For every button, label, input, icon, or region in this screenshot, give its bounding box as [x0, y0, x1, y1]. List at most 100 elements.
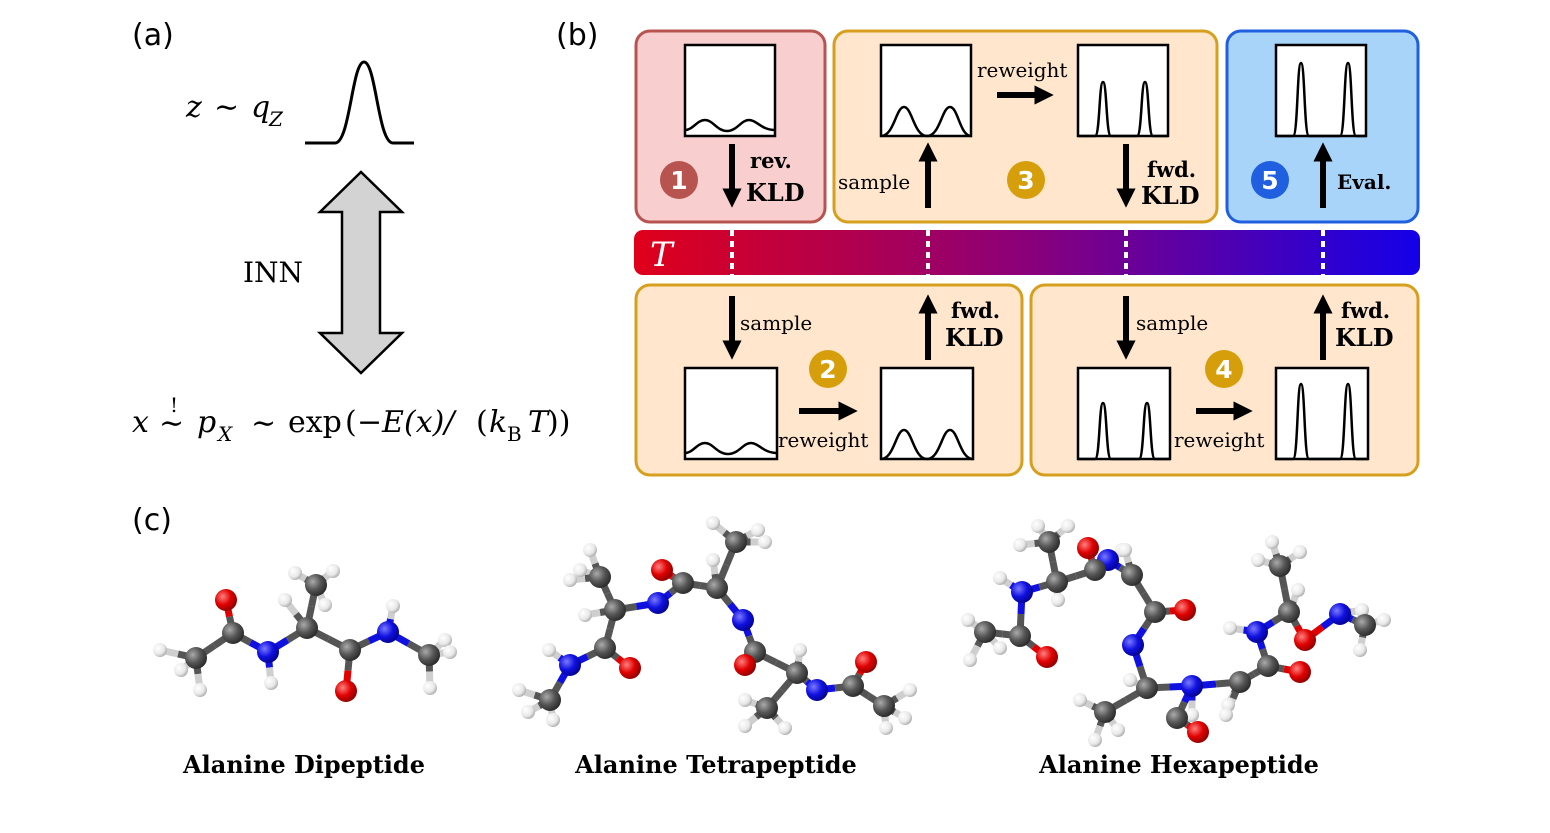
atom-C — [1257, 655, 1279, 677]
atom-H — [546, 713, 560, 727]
atom-H — [1223, 621, 1237, 635]
atom-H — [738, 693, 752, 707]
atom-N — [1329, 603, 1351, 625]
atom-H — [1377, 613, 1391, 627]
atom-O — [1174, 599, 1196, 621]
step-badge — [660, 161, 698, 199]
atom-N — [1011, 581, 1033, 603]
atom-H — [1355, 603, 1369, 617]
step-3-label-line1: fwd. — [1147, 157, 1196, 182]
step-4-sample-label: sample — [1136, 311, 1208, 335]
svg-text:∼: ∼ — [251, 406, 276, 441]
distribution-plot — [879, 43, 973, 138]
atom-C — [604, 599, 626, 621]
atom-N — [806, 679, 828, 701]
atom-C — [672, 572, 694, 594]
atom-H — [793, 643, 807, 657]
atom-O — [855, 651, 877, 673]
atom-C — [1229, 671, 1251, 693]
svg-text:X: X — [216, 422, 233, 446]
panel-b: (b) T — [556, 18, 1420, 477]
molecule-alanine-dipeptide — [153, 564, 457, 702]
atom-H — [1118, 543, 1132, 557]
atom-H — [438, 633, 452, 647]
atom-H — [903, 683, 917, 697]
atom-N — [1246, 621, 1268, 643]
step-3-label-line2: KLD — [1141, 181, 1200, 210]
atom-N — [647, 592, 669, 614]
svg-text:x: x — [132, 405, 149, 440]
inn-double-arrow — [316, 170, 406, 375]
svg-text:T: T — [528, 405, 550, 440]
atom-H — [153, 643, 167, 657]
svg-text:k: k — [489, 405, 507, 440]
inn-label: INN — [243, 256, 303, 289]
step-3-reweight-label: reweight — [977, 58, 1067, 82]
distribution-plot — [683, 366, 779, 461]
temperature-symbol: T — [650, 235, 675, 275]
temperature-bar — [634, 230, 1420, 275]
atom-C — [589, 566, 611, 588]
atom-H — [278, 593, 292, 607]
atom-O — [1294, 629, 1316, 651]
step-number: 3 — [1017, 166, 1034, 195]
atom-H — [1073, 693, 1087, 707]
svg-text:−: − — [357, 405, 382, 440]
latent-equation: z ∼ q Z — [185, 90, 284, 131]
molecule-alanine-hexapeptide — [961, 519, 1391, 747]
atom-N — [732, 609, 754, 631]
atom-H — [1265, 535, 1279, 549]
atom-C — [1046, 571, 1068, 593]
atom-N — [1122, 634, 1144, 656]
atom-H — [751, 523, 765, 537]
atom-H — [1291, 583, 1305, 597]
step-badge — [1251, 161, 1289, 199]
svg-text:B: B — [507, 422, 522, 446]
svg-text:exp: exp — [288, 405, 342, 440]
atom-C — [1144, 601, 1166, 623]
step-4-reweight-label: reweight — [1174, 428, 1264, 452]
panel-c-label: (c) — [132, 503, 172, 538]
atom-H — [1185, 708, 1199, 722]
atom-C — [873, 695, 895, 717]
atom-C — [842, 675, 864, 697]
temperature-markers — [730, 230, 1325, 275]
atom-C — [1084, 559, 1106, 581]
svg-text:)): )) — [547, 405, 570, 440]
svg-text:p: p — [197, 405, 216, 440]
panel-b-label: (b) — [556, 18, 598, 53]
atom-H — [1353, 643, 1367, 657]
molecule-alanine-tetrapeptide — [512, 516, 917, 735]
step-number: 5 — [1261, 166, 1278, 195]
step-4-label-line1: fwd. — [1341, 298, 1390, 323]
distribution-plot — [879, 366, 975, 461]
atom-H — [578, 608, 592, 622]
atom-C — [594, 637, 616, 659]
atom-H — [521, 705, 535, 719]
atom-H — [583, 543, 597, 557]
atom-N — [377, 621, 399, 643]
atom-O — [1036, 646, 1058, 668]
atom-C — [1354, 614, 1376, 636]
atom-H — [898, 711, 912, 725]
atom-O — [734, 654, 756, 676]
molecule-name: Alanine Dipeptide — [182, 750, 425, 779]
atom-C — [539, 689, 561, 711]
step-number: 4 — [1215, 355, 1232, 384]
step-3-sample-label: sample — [838, 170, 910, 194]
atom-H — [174, 663, 188, 677]
atom-C — [725, 531, 747, 553]
atom-C — [305, 574, 327, 596]
atom-H — [193, 683, 207, 697]
atom-H — [318, 598, 332, 612]
atom-H — [1088, 733, 1102, 747]
atom-O — [619, 657, 641, 679]
svg-text:!: ! — [170, 393, 178, 417]
atom-C — [1038, 531, 1060, 553]
atom-N — [257, 641, 279, 663]
atom-H — [573, 563, 587, 577]
svg-text:q: q — [251, 90, 270, 125]
atom-O — [1187, 721, 1209, 743]
step-badge — [1205, 350, 1243, 388]
atom-H — [963, 653, 977, 667]
